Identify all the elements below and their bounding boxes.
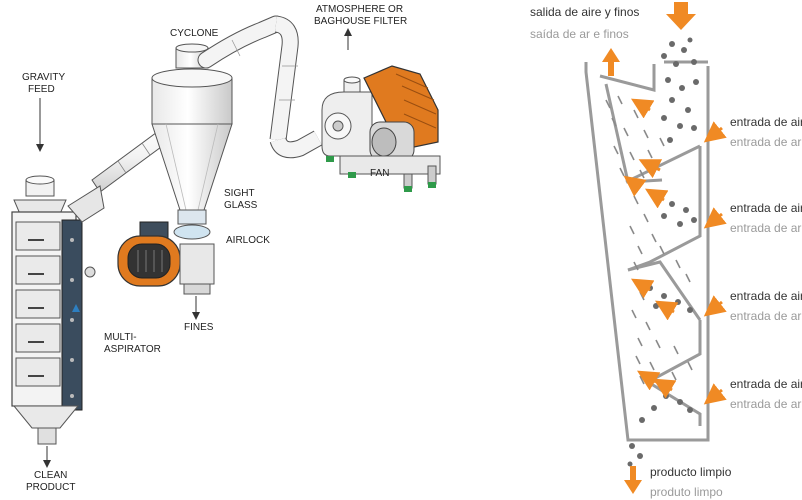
sight-glass (173, 209, 211, 240)
aspirator-labels: salida de aire y finos saída de ar e fin… (530, 5, 802, 499)
label-gravity-feed-1: GRAVITY (22, 72, 65, 83)
label-gravity-feed-2: FEED (28, 84, 55, 95)
fan (321, 65, 441, 192)
label-clean-product-2: PRODUCT (26, 482, 75, 493)
label-air-in-es-2: entrada de aire (730, 201, 802, 215)
airflow-arrows (602, 2, 727, 494)
air-outlet-arrow (602, 48, 620, 76)
cyclone (151, 43, 233, 211)
label-air-in-pt-3: entrada de ar (730, 309, 801, 323)
label-fan: FAN (370, 168, 389, 179)
gravity-feed-hopper (13, 175, 67, 215)
product-inlet-arrow (666, 2, 696, 30)
label-atmosphere-1: ATMOSPHERE OR (316, 4, 403, 15)
label-air-out-pt: saída de ar e finos (530, 27, 629, 41)
label-air-in-es-1: entrada de aire (730, 115, 802, 129)
label-clean-product-1: CLEAN (34, 470, 67, 481)
label-air-out-es: salida de aire y finos (530, 5, 639, 19)
label-air-in-pt-1: entrada de ar (730, 135, 801, 149)
aspirator-cross-section: salida de aire y finos saída de ar e fin… (530, 2, 802, 499)
label-air-in-es-4: entrada de aire (730, 377, 802, 391)
cyclone-to-fan-duct (197, 15, 323, 159)
system-labels: GRAVITY FEED CYCLONE ATMOSPHERE OR BAGHO… (22, 4, 407, 493)
label-atmosphere-2: BAGHOUSE FILTER (314, 16, 407, 27)
label-air-in-pt-2: entrada de ar (730, 221, 801, 235)
process-system-illustration: GRAVITY FEED CYCLONE ATMOSPHERE OR BAGHO… (11, 4, 441, 493)
label-sight-glass-1: SIGHT (224, 188, 255, 199)
label-sight-glass-2: GLASS (224, 200, 258, 211)
label-airlock: AIRLOCK (226, 235, 270, 246)
label-cyclone: CYCLONE (170, 28, 219, 39)
label-multi-aspirator-2: ASPIRATOR (104, 344, 161, 355)
label-fines: FINES (184, 322, 214, 333)
cascade-baffles (599, 64, 702, 426)
label-air-in-pt-4: entrada de ar (730, 397, 801, 411)
label-product-es: producto limpio (650, 465, 732, 479)
label-air-in-es-3: entrada de aire (730, 289, 802, 303)
airlock (117, 221, 215, 295)
aspirator-casing (584, 60, 710, 442)
label-product-pt: produto limpo (650, 485, 723, 499)
falling-particles (605, 37, 699, 467)
product-outlet-arrow (624, 466, 642, 494)
label-multi-aspirator-1: MULTI- (104, 332, 137, 343)
multi-aspirator-unit (11, 185, 105, 445)
